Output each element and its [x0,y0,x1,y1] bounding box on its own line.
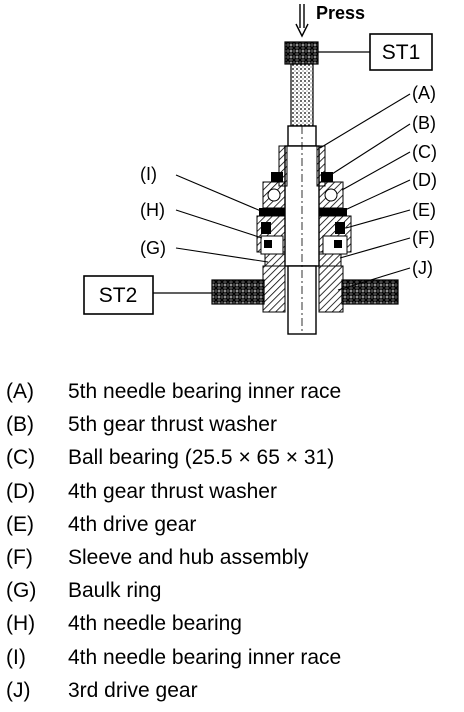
legend-code: (I) [6,645,26,669]
callout-a: (A) [412,83,436,103]
callout-h: (H) [140,200,165,220]
sleeve-hub-f [260,235,348,255]
callout-j: (J) [412,258,433,278]
press-label: Press [316,3,365,23]
st1-rod [290,63,314,127]
callout-g: (G) [140,238,166,258]
legend-row-g: (G) Baulk ring [6,574,461,607]
legend-code: (F) [6,545,33,569]
legend-row-a: (A) 5th needle bearing inner race [6,375,461,408]
press-arrow [295,4,309,38]
callout-i: (I) [140,164,157,184]
legend-code: (H) [6,612,36,636]
callout-c: (C) [412,142,437,162]
legend-name: 4th needle bearing [68,612,242,636]
parts-legend: (A) 5th needle bearing inner race (B) 5th … [6,375,461,707]
legend-name: 4th needle bearing inner race [68,645,342,669]
legend-code: (B) [6,413,34,437]
legend-row-b: (B) 5th gear thrust washer [6,408,461,441]
st2-label: ST2 [99,284,138,307]
legend-row-j: (J) 3rd drive gear [6,674,461,707]
legend-name: 4th drive gear [68,512,197,536]
legend-name: Baulk ring [68,579,162,603]
thrust-washer-b [271,172,283,182]
legend-code: (J) [6,678,31,702]
st2-box [83,275,154,315]
baulk-ring-g [264,253,286,267]
st1-tool-head [284,41,319,65]
legend-name: 5th needle bearing inner race [68,380,342,403]
legend-code: (G) [6,579,37,603]
main-shaft [284,125,320,335]
legend-name: Sleeve and hub assembly [68,545,309,569]
legend-row-e: (E) 4th drive gear [6,508,461,541]
legend-row-d: (D) 4th gear thrust washer [6,475,461,508]
st1-box [369,33,433,71]
ball-bearing-c [262,181,344,209]
callout-leaders [175,93,411,291]
legend-name: 5th gear thrust washer [68,413,277,437]
legend-row-i: (I) 4th needle bearing inner race [6,641,461,674]
legend-code: (D) [6,479,36,503]
st1-label: ST1 [382,41,421,64]
legend-code: (A) [6,380,34,403]
legend-name: Ball bearing (25.5 × 65 × 31) [68,446,335,470]
callout-e: (E) [412,200,436,220]
third-drive-gear-j [262,265,344,313]
thrust-washer-d [259,208,285,216]
legend-name: 3rd drive gear [68,678,198,702]
legend-row-c: (C) Ball bearing (25.5 × 65 × 31) [6,441,461,474]
press-assembly-diagram: Press ST1 [83,3,437,335]
legend-row-f: (F) Sleeve and hub assembly [6,541,461,574]
legend-row-h: (H) 4th needle bearing [6,607,461,640]
legend-code: (C) [6,446,36,470]
legend-code: (E) [6,512,34,536]
callout-b: (B) [412,113,436,133]
callout-d: (D) [412,170,437,190]
legend-name: 4th gear thrust washer [68,479,277,503]
callout-f: (F) [412,228,435,248]
